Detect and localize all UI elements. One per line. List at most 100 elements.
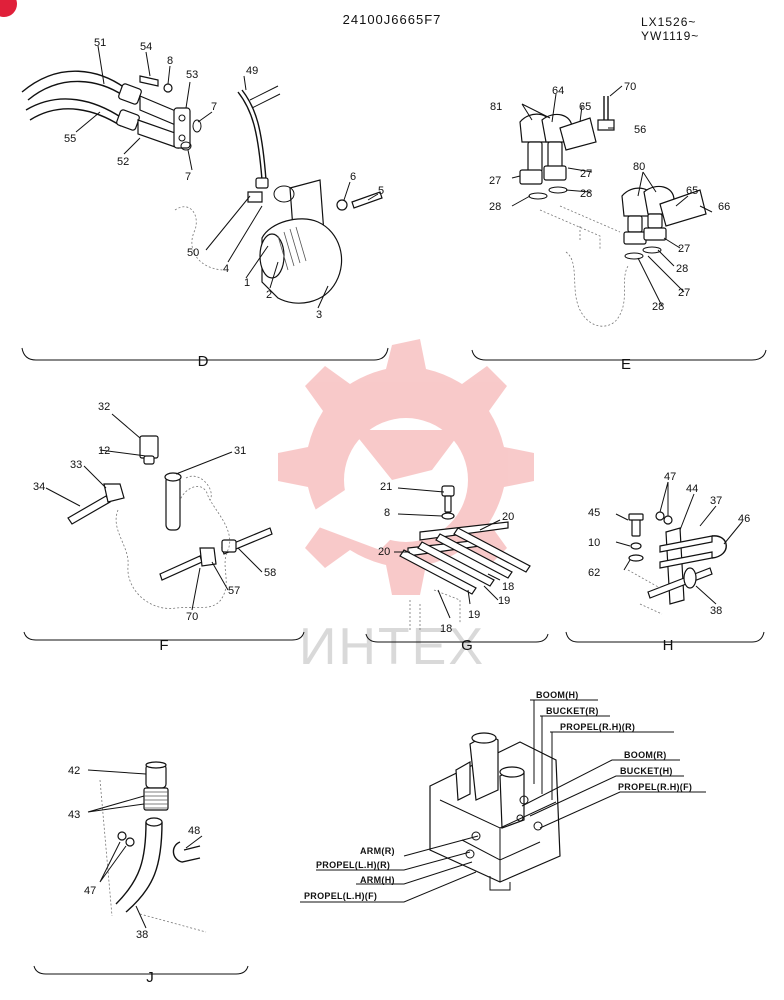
callout-27a: 27 (489, 175, 501, 187)
callout-12: 12 (98, 445, 110, 457)
callout-48: 48 (188, 825, 200, 837)
section-j-divider (33, 965, 249, 975)
section-e-drawing (519, 96, 707, 327)
section-f-divider (23, 631, 305, 641)
valve-label-propel-lh-r: PROPEL(L.H)(R) (316, 860, 390, 870)
callout-58: 58 (264, 567, 276, 579)
callout-37: 37 (710, 495, 722, 507)
valve-label-bucket-h: BUCKET(H) (620, 766, 673, 776)
section-d-drawing (21, 70, 383, 304)
callout-57: 57 (228, 585, 240, 597)
callout-19b: 19 (498, 595, 510, 607)
valve-label-propel-lh-f: PROPEL(L.H)(F) (304, 891, 377, 901)
section-e-label: E (621, 356, 631, 373)
section-h-divider (565, 631, 765, 643)
valve-label-boom-r: BOOM(R) (624, 750, 667, 760)
callout-52: 52 (117, 156, 129, 168)
section-g-leaders (394, 487, 501, 619)
callout-1: 1 (244, 277, 250, 289)
section-h-drawing (627, 511, 727, 615)
callout-53: 53 (186, 69, 198, 81)
callout-21: 21 (380, 481, 392, 493)
callout-47b: 47 (84, 885, 96, 897)
control-valve-leaders (300, 699, 706, 903)
serial-range-2: YW1119~ (641, 29, 699, 43)
control-valve-drawing (429, 732, 561, 891)
callout-28d: 28 (652, 301, 664, 313)
control-valve-labels: BOOM(H) BUCKET(R) PROPEL(R.H)(R) BOOM(R)… (304, 690, 692, 901)
section-h-label: H (663, 637, 674, 654)
callout-28b: 28 (489, 201, 501, 213)
callout-45: 45 (588, 507, 600, 519)
callout-8: 8 (167, 55, 173, 67)
callout-18a: 18 (502, 581, 514, 593)
callout-4: 4 (223, 263, 229, 275)
section-e-leaders (511, 85, 713, 307)
callout-27b: 27 (580, 168, 592, 180)
corner-badge (0, 0, 17, 17)
callout-28c: 28 (676, 263, 688, 275)
section-d-leaders (75, 45, 379, 309)
callout-7b: 7 (185, 171, 191, 183)
callout-18b: 18 (440, 623, 452, 635)
section-d-callouts: 51 54 8 53 49 7 55 52 7 6 5 50 4 1 2 3 (64, 37, 384, 321)
callout-62: 62 (588, 567, 600, 579)
callout-55: 55 (64, 133, 76, 145)
callout-19a: 19 (468, 609, 480, 621)
section-h-callouts: 47 44 37 45 46 10 62 38 (588, 471, 750, 617)
callout-5: 5 (378, 185, 384, 197)
callout-46: 46 (738, 513, 750, 525)
section-e-callouts: 70 81 64 65 56 27 27 28 28 80 65 66 27 2… (489, 81, 730, 313)
callout-10: 10 (588, 537, 600, 549)
callout-65b: 65 (686, 185, 698, 197)
callout-51: 51 (94, 37, 106, 49)
section-d-divider (21, 347, 389, 361)
section-f-drawing (67, 435, 273, 609)
callout-42: 42 (68, 765, 80, 777)
callout-49: 49 (246, 65, 258, 77)
callout-20b: 20 (378, 546, 390, 558)
valve-label-bucket-r: BUCKET(R) (546, 706, 599, 716)
valve-label-arm-r: ARM(R) (360, 846, 395, 856)
callout-81: 81 (490, 101, 502, 113)
section-g-drawing (399, 485, 531, 630)
callout-47: 47 (664, 471, 676, 483)
callout-70b: 70 (186, 611, 198, 623)
section-g-label: G (461, 637, 473, 654)
callout-31: 31 (234, 445, 246, 457)
section-h-leaders (615, 481, 743, 605)
callout-32: 32 (98, 401, 110, 413)
section-j-drawing (99, 761, 207, 933)
section-g-callouts: 21 8 20 20 18 19 19 18 (378, 481, 514, 635)
callout-8b: 8 (384, 507, 390, 519)
callout-54: 54 (140, 41, 152, 53)
callout-56: 56 (634, 124, 646, 136)
callout-2: 2 (266, 289, 272, 301)
section-j-callouts: 42 43 48 47 38 (68, 765, 200, 941)
valve-label-arm-h: ARM(H) (360, 875, 395, 885)
section-d-label: D (198, 353, 209, 370)
watermark-text: ИНТЕХ (299, 618, 485, 676)
callout-80: 80 (633, 161, 645, 173)
callout-64: 64 (552, 85, 564, 97)
callout-33: 33 (70, 459, 82, 471)
watermark-logo (278, 339, 534, 595)
callout-70: 70 (624, 81, 636, 93)
callout-44: 44 (686, 483, 698, 495)
callout-65: 65 (579, 101, 591, 113)
callout-34: 34 (33, 481, 45, 493)
callout-27d: 27 (678, 287, 690, 299)
callout-6: 6 (350, 171, 356, 183)
valve-label-propel-rh-f: PROPEL(R.H)(F) (618, 782, 692, 792)
drawing-number: 24100J6665F7 (343, 12, 442, 27)
section-j-label: J (146, 969, 154, 986)
serial-range-1: LX1526~ (641, 15, 696, 29)
callout-38: 38 (710, 605, 722, 617)
callout-3: 3 (316, 309, 322, 321)
callout-7: 7 (211, 101, 217, 113)
section-g-divider (365, 633, 549, 643)
callout-27c: 27 (678, 243, 690, 255)
callout-50: 50 (187, 247, 199, 259)
